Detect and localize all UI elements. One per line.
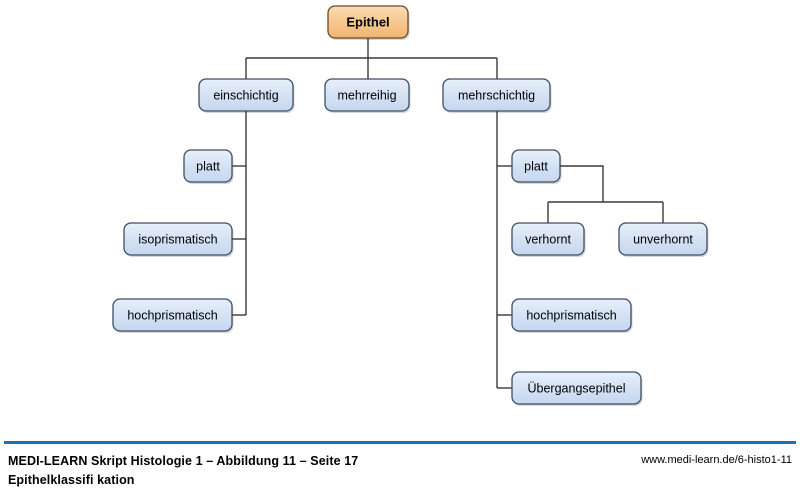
footer-caption: MEDI-LEARN Skript Histologie 1 – Abbildu… xyxy=(8,452,568,490)
diagram-canvas: Epithel einschichtig mehrreihig mehrschicht… xyxy=(112,5,709,406)
node-mehrreihig[interactable]: mehrreihig xyxy=(324,78,411,113)
node-label: unverhornt xyxy=(633,232,693,246)
node-box[interactable] xyxy=(198,78,294,112)
footer-title-line: Epithelklassifi kation xyxy=(8,473,135,487)
node-layer: Epithel einschichtig mehrreihig mehrschicht… xyxy=(112,5,709,406)
node-isoprismatisch[interactable]: isoprismatisch xyxy=(123,222,234,257)
node-box[interactable] xyxy=(511,149,561,183)
node-box[interactable] xyxy=(511,298,632,332)
connector-platt-mehr-to-sub-bus xyxy=(560,165,604,202)
node-label: platt xyxy=(524,159,548,173)
node-label: mehrreihig xyxy=(337,88,396,102)
node-label: isoprismatisch xyxy=(138,232,217,246)
node-box[interactable] xyxy=(327,5,409,39)
node-uebergangsepithel[interactable]: Übergangsepithel xyxy=(511,371,643,406)
epithel-classification-diagram: Epithel einschichtig mehrreihig mehrschicht… xyxy=(112,5,709,406)
node-box[interactable] xyxy=(183,149,233,183)
node-label: hochprismatisch xyxy=(526,308,616,322)
node-label: verhornt xyxy=(525,232,571,246)
node-verhornt[interactable]: verhornt xyxy=(511,222,586,257)
node-box[interactable] xyxy=(511,222,585,256)
node-box[interactable] xyxy=(618,222,708,256)
node-label: Übergangsepithel xyxy=(528,381,626,395)
node-root[interactable]: Epithel xyxy=(327,5,410,40)
node-label: einschichtig xyxy=(213,88,278,102)
figure-footer: MEDI-LEARN Skript Histologie 1 – Abbildu… xyxy=(0,430,800,495)
node-hochprismatisch[interactable]: hochprismatisch xyxy=(112,298,234,333)
node-box[interactable] xyxy=(511,371,642,405)
node-platt-mehr[interactable]: platt xyxy=(511,149,562,184)
node-box[interactable] xyxy=(123,222,233,256)
node-label: platt xyxy=(196,159,220,173)
node-hochprismatisch-mehr[interactable]: hochprismatisch xyxy=(511,298,633,333)
node-box[interactable] xyxy=(442,78,551,112)
node-box[interactable] xyxy=(324,78,410,112)
node-label: Epithel xyxy=(346,14,389,29)
footer-source-line: MEDI-LEARN Skript Histologie 1 – Abbildu… xyxy=(8,454,359,468)
node-unverhornt[interactable]: unverhornt xyxy=(618,222,709,257)
node-label: hochprismatisch xyxy=(127,308,217,322)
connector-layer xyxy=(232,38,664,389)
node-einschichtig[interactable]: einschichtig xyxy=(198,78,295,113)
node-platt-ein[interactable]: platt xyxy=(183,149,234,184)
node-mehrschichtig[interactable]: mehrschichtig xyxy=(442,78,552,113)
footer-divider xyxy=(4,441,796,444)
node-label: mehrschichtig xyxy=(458,88,535,102)
node-box[interactable] xyxy=(112,298,233,332)
footer-url: www.medi-learn.de/6-histo1-11 xyxy=(641,454,792,466)
